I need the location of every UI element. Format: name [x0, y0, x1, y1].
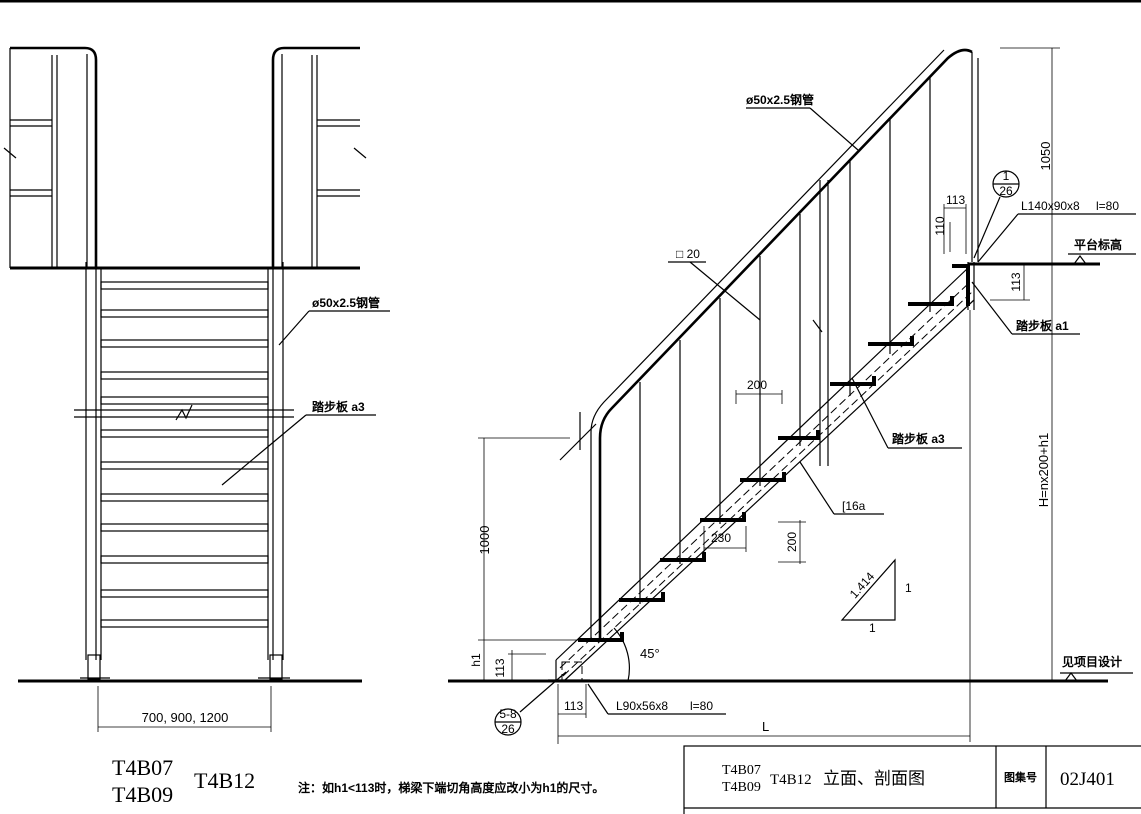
dim-200-a: 200: [747, 378, 767, 392]
tb-model-3: T4B12: [770, 772, 812, 788]
dim-113-side: 113: [1009, 272, 1023, 291]
dim-H: H=nx200+h1: [1036, 433, 1051, 507]
ground-label: 见项目设计: [1062, 654, 1122, 669]
dim-110: 110: [933, 216, 947, 235]
platform-label: 平台标高: [1074, 237, 1122, 252]
dim-113-bottom: 113: [493, 658, 507, 677]
dim-200-b: 200: [785, 532, 799, 552]
channel-label: [16a: [842, 499, 866, 513]
dim-L: L: [762, 719, 769, 734]
tb-model-2: T4B09: [722, 780, 761, 795]
right-tread-label: 踏步板 a3: [892, 431, 945, 446]
left-elevation: 700, 900, 1200 ø50x2.5钢管 踏步板 a3: [3, 46, 390, 732]
model-3: T4B12: [194, 768, 255, 793]
tread-a1-label: 踏步板 a1: [1016, 318, 1069, 333]
slope-v: 1: [905, 581, 912, 595]
dim-230: 230: [711, 531, 731, 545]
detail-top-sheet: 26: [999, 184, 1013, 198]
tb-atlas-label: 图集号: [1004, 770, 1037, 784]
angle-L140: L140x90x8: [1021, 199, 1080, 213]
dim-h1: h1: [469, 653, 483, 667]
bottom-angle-len: l=80: [690, 699, 713, 713]
right-section: 见项目设计 45° 1.414 1 1 1050 H=nx200+h1 113: [448, 47, 1136, 744]
model-1: T4B07: [112, 755, 173, 780]
bar-label: □ 20: [676, 247, 700, 261]
detail-top-num: 1: [1003, 169, 1010, 183]
dim-1000: 1000: [477, 526, 492, 555]
slope-h: 1: [869, 621, 876, 635]
bottom-angle: L90x56x8: [616, 699, 668, 713]
angle-L140-len: l=80: [1096, 199, 1119, 213]
balusters: [639, 78, 931, 604]
dim-113-foot: 113: [564, 699, 583, 713]
left-treads: [100, 281, 269, 628]
title-block: T4B07 T4B09 T4B12 立面、剖面图 图集号 02J401: [683, 745, 1141, 814]
detail-bot-num: 5-8: [499, 707, 517, 721]
angle-45: 45°: [640, 646, 660, 661]
tb-model-1: T4B07: [722, 763, 761, 778]
note: 注：如h1<113时，梯梁下端切角高度应改小为h1的尺寸。: [298, 780, 604, 795]
model-2: T4B09: [112, 782, 173, 807]
dim-1050: 1050: [1038, 142, 1053, 171]
model-codes: T4B07 T4B09 T4B12: [112, 755, 255, 807]
left-tread-label: 踏步板 a3: [312, 399, 365, 414]
dim-113-top: 113: [946, 193, 965, 207]
tb-title: 立面、剖面图: [823, 769, 925, 788]
side-treads: [578, 296, 954, 642]
detail-bot-sheet: 26: [501, 722, 515, 736]
width-dimension: 700, 900, 1200: [142, 710, 229, 725]
right-pipe-label: ø50x2.5钢管: [746, 92, 814, 107]
left-pipe-label: ø50x2.5钢管: [312, 295, 380, 310]
tb-atlas-no: 02J401: [1060, 769, 1115, 790]
